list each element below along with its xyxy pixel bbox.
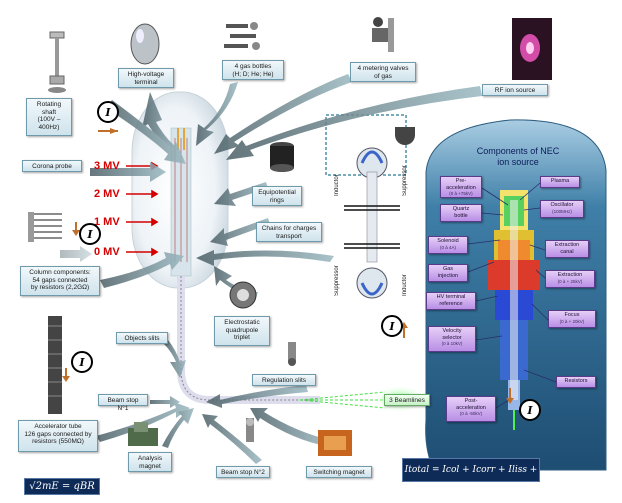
gas-bottles-photo	[224, 22, 260, 50]
voltage-1mv: 1 MV	[94, 216, 120, 228]
label-gas-bottles: 4 gas bottles(H; D; He; He)	[222, 60, 284, 80]
equipotential-rings-photo	[270, 142, 294, 172]
regulation-slits-photo	[288, 342, 296, 366]
current-arrows	[62, 128, 514, 404]
nec-post-acceleration: Post-acceleration(0 à -50kV)	[446, 396, 496, 422]
label-beam-stop-1: Beam stop N°1	[98, 394, 148, 412]
formula-magnetic-rigidity: √2mE = qBR	[24, 478, 100, 495]
label-beam-stop-2: Beam stop N°2	[216, 466, 270, 478]
svg-text:I: I	[526, 404, 533, 417]
beamlines-dashes	[299, 391, 386, 409]
metering-valves-photo	[372, 17, 394, 52]
label-suppressor-2: Suppressor	[334, 265, 340, 296]
nec-plasma: Plasma	[540, 176, 580, 188]
voltage-3mv: 3 MV	[94, 160, 120, 172]
terminal-elements	[177, 128, 185, 150]
quadrupole-photo	[229, 281, 257, 309]
label-inductor-1: Inductor	[334, 174, 340, 196]
svg-text:I: I	[388, 320, 395, 333]
rotating-shaft-photo	[48, 31, 66, 93]
nec-solenoid: Solenoid(0 à 4A)	[428, 236, 468, 254]
nec-focus: Focus(0 à + 20kV)	[548, 310, 596, 328]
label-rf-source: RF ion source	[482, 84, 548, 96]
label-suppressor-1: Suppressor	[402, 165, 408, 196]
current-symbol-icon: I	[519, 399, 541, 421]
current-symbol-icon: I	[97, 101, 119, 123]
label-switching-magnet: Switching magnet	[306, 466, 372, 478]
formula-total-current: Itotal = Icol + Icorr + Iliss + Ipr	[402, 458, 540, 497]
label-regulation-slits: Regulation slits	[252, 374, 316, 386]
voltage-0mv: 0 MV	[94, 246, 120, 258]
nec-pre-acceleration: Pre- acceleration(0 à +75kV)	[440, 176, 482, 198]
label-inductor-2: Inductor	[402, 274, 408, 296]
beam-stop-2-photo	[246, 418, 254, 442]
switching-magnet-photo	[318, 430, 352, 456]
svg-text:I: I	[78, 356, 85, 369]
rf-source-photo	[512, 18, 552, 80]
svg-text:I: I	[104, 106, 111, 119]
current-symbol-icon: I	[71, 351, 93, 373]
current-symbol-icon: I	[381, 315, 403, 337]
hv-terminal-photo	[130, 23, 160, 65]
voltage-2mv: 2 MV	[94, 188, 120, 200]
label-objects-slits: Objects slits	[116, 332, 168, 344]
accelerator-tube-photo	[48, 316, 62, 414]
nec-resistors: Resistors	[556, 376, 596, 388]
column-components-photo	[28, 212, 62, 242]
current-symbol-icon: I	[79, 223, 101, 245]
label-beamlines: 3 Beamlines	[384, 394, 430, 406]
ion-source-assembly	[344, 127, 415, 299]
callout-arrows	[60, 74, 482, 464]
nec-oscillator: Oscillator(100MHz)	[540, 200, 584, 218]
label-corona-probe: Corona probe	[22, 160, 82, 172]
nec-connectors	[467, 182, 557, 409]
analysis-magnet-photo	[128, 422, 158, 446]
nec-extraction: Extraction(0 à + 25kV)	[545, 270, 595, 288]
svg-text:I: I	[86, 228, 93, 241]
